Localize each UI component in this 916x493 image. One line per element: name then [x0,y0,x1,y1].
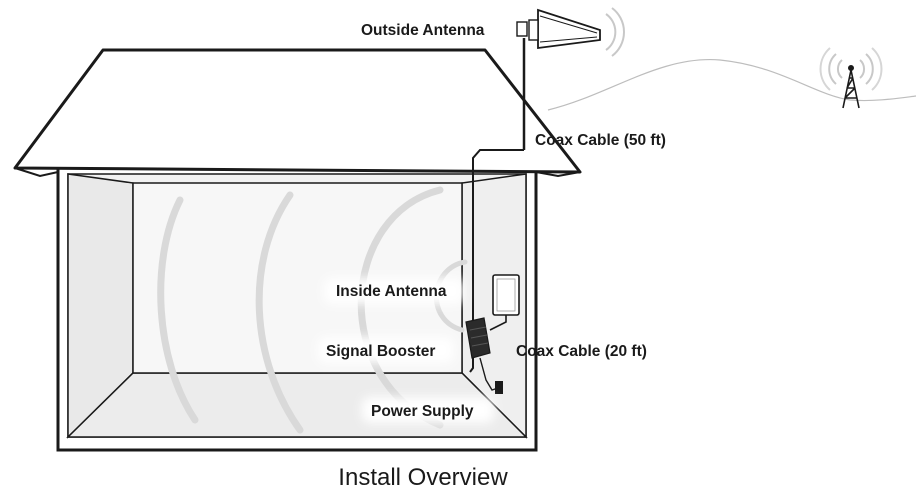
room-interior [66,173,528,439]
label-signal-booster: Signal Booster [326,343,435,360]
coax-cable-20ft-line [489,315,507,331]
label-power-supply: Power Supply [371,403,474,420]
label-coax-cable-20ft: Coax Cable (20 ft) [516,343,647,360]
hill-line [547,58,916,111]
coax-cable-50ft-line [469,149,524,373]
label-coax-cable-50ft: Coax Cable (50 ft) [535,132,666,149]
label-outside-antenna: Outside Antenna [361,22,485,39]
outside-antenna-icon [516,7,625,57]
label-inside-antenna: Inside Antenna [336,283,447,300]
signal-booster-icon [465,317,491,359]
house-roof [13,48,582,174]
label-glows [318,278,494,423]
cell-tower-icon [819,47,883,109]
power-supply-icon [495,381,503,394]
page-title: Install Overview [338,464,508,491]
roof-eave [14,167,581,178]
inside-antenna-icon [492,274,520,316]
